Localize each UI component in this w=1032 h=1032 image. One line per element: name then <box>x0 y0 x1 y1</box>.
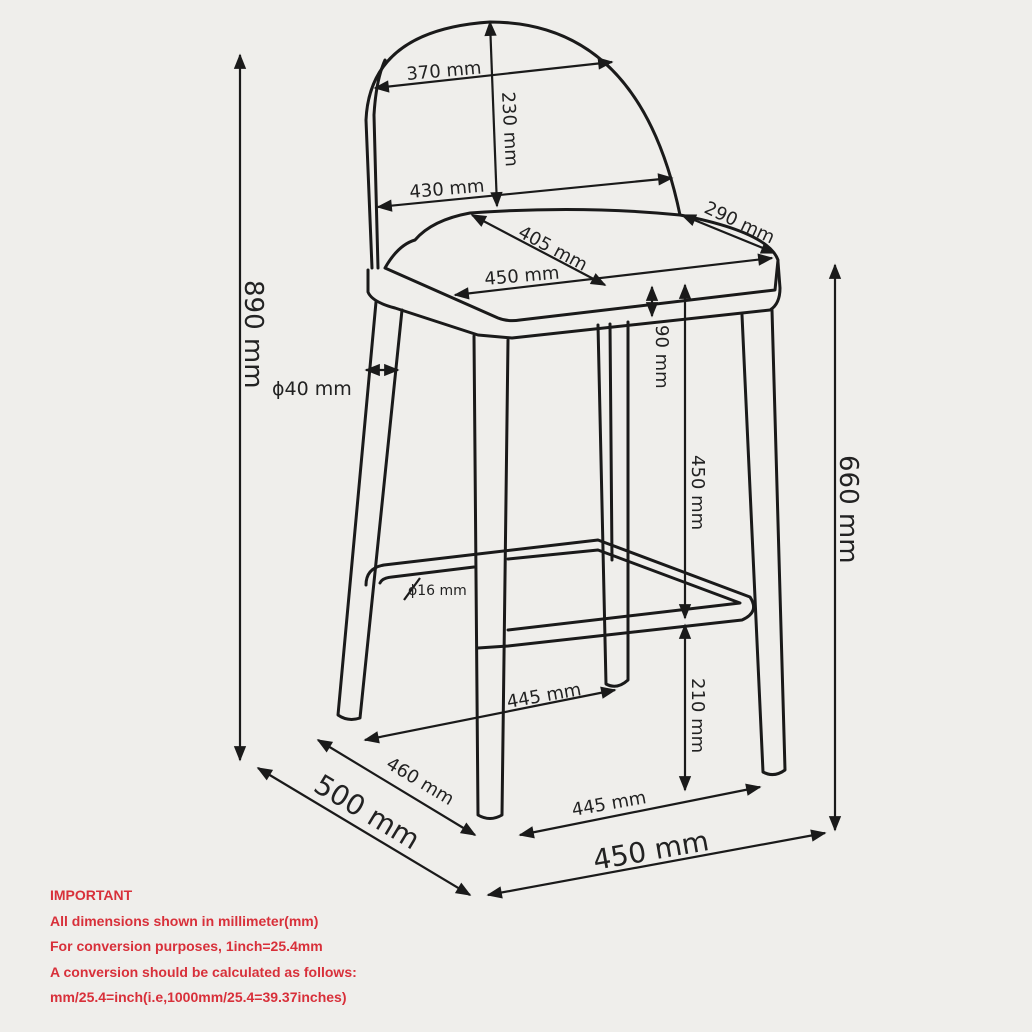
notes-line: mm/25.4=inch(i.e,1000mm/25.4=39.37inches… <box>50 989 347 1005</box>
label-footrest-height: 210 mm <box>687 678 708 753</box>
label-back-bottom-width: 430 mm <box>409 176 486 203</box>
label-back-height: 230 mm <box>497 91 522 167</box>
label-seat-height: 660 mm <box>833 455 863 564</box>
label-footrest-diameter: ϕ16 mm <box>408 583 467 599</box>
label-leg-diameter: ϕ40 mm <box>272 378 352 400</box>
leg-back-inner <box>608 322 614 562</box>
leg-front-right <box>740 308 787 777</box>
notes-title: IMPORTANT <box>50 887 133 903</box>
leg-back <box>596 320 630 688</box>
notes-line: For conversion purposes, 1inch=25.4mm <box>50 938 323 954</box>
label-back-top-width: 370 mm <box>406 58 483 85</box>
label-seat-thickness: 90 mm <box>651 325 672 389</box>
stool-drawing <box>336 20 787 820</box>
seat-base <box>366 260 782 340</box>
leg-front-left <box>336 300 404 721</box>
label-total-height: 890 mm <box>238 280 268 389</box>
label-footrest-to-seat: 450 mm <box>687 455 708 530</box>
leg-front-corner <box>472 334 510 820</box>
footrest-inner <box>378 548 742 632</box>
label-leg-spread-width: 445 mm <box>570 787 648 821</box>
important-notes: IMPORTANT All dimensions shown in millim… <box>50 883 357 1011</box>
dimension-lines <box>233 20 842 899</box>
footrest-outer <box>364 538 756 650</box>
label-width: 450 mm <box>590 824 711 877</box>
notes-line: A conversion should be calculated as fol… <box>50 963 357 980</box>
notes-line: All dimensions shown in millimeter(mm) <box>50 912 319 929</box>
label-footrest-width: 445 mm <box>505 679 583 713</box>
backrest-inner-edge <box>372 58 387 270</box>
label-seat-width: 450 mm <box>484 263 561 290</box>
